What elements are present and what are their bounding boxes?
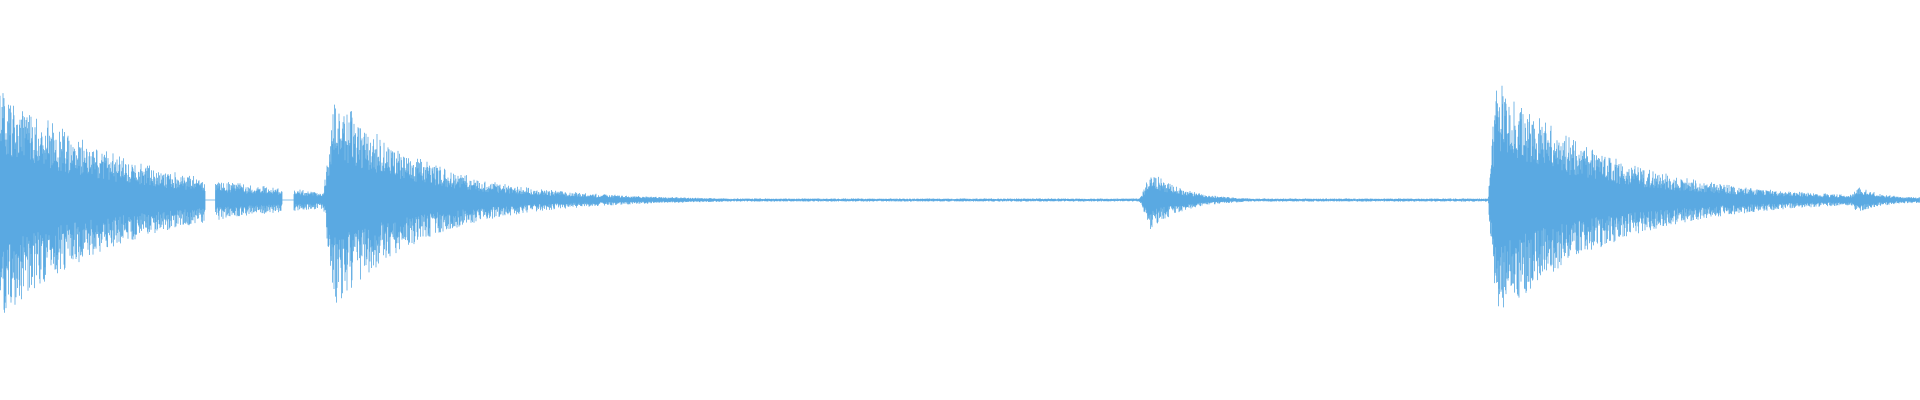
- waveform-path: [0, 85, 1920, 313]
- waveform-trace: [0, 85, 1920, 313]
